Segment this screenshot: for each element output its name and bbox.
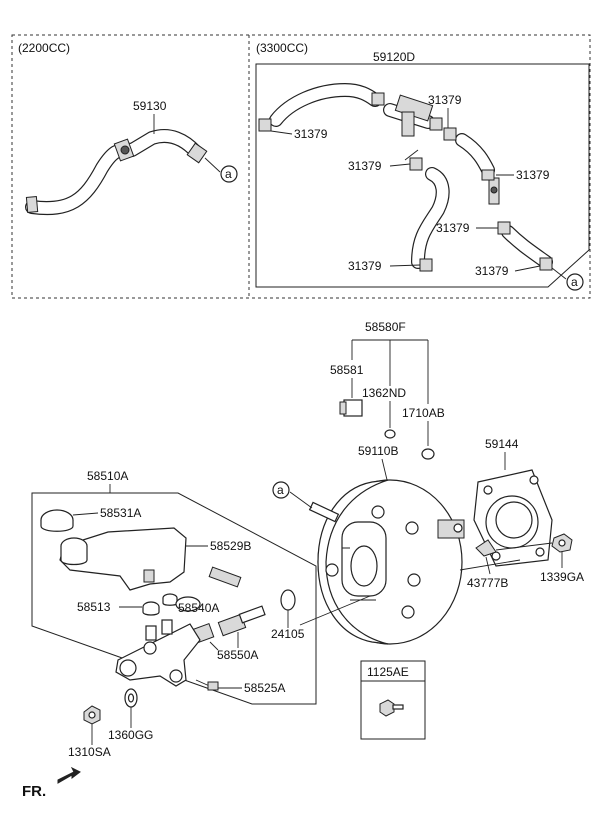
connector-a-booster-label: a <box>277 483 284 497</box>
label-58581: 58581 <box>330 363 364 377</box>
label-59130: 59130 <box>133 99 167 113</box>
label-1362ND: 1362ND <box>362 386 406 400</box>
nut-1310sa <box>83 705 101 725</box>
label-58580F: 58580F <box>365 320 406 334</box>
connector-a-right-top <box>566 273 584 291</box>
vacuum-hose-3300 <box>258 83 553 272</box>
label-58540A: 58540A <box>178 601 219 615</box>
connector-a-left-top <box>220 165 238 183</box>
nut-1339ga <box>551 533 573 553</box>
label-59144: 59144 <box>485 437 519 451</box>
section-3300cc-label: (3300CC) <box>256 41 308 55</box>
top-section-frame <box>11 34 591 299</box>
section-2200cc-label: (2200CC) <box>18 41 70 55</box>
master-cylinder-frame <box>31 492 317 705</box>
label-58531A: 58531A <box>100 506 141 520</box>
washer-1360gg <box>124 688 138 708</box>
label-1360GG: 1360GG <box>108 728 153 742</box>
label-31379-d: 31379 <box>516 168 550 182</box>
label-31379-f: 31379 <box>348 259 382 273</box>
seal-58513 <box>142 593 178 616</box>
label-1310SA: 1310SA <box>68 745 111 759</box>
front-direction-indicator: FR. <box>22 766 81 800</box>
label-1125AE: 1125AE <box>367 665 409 679</box>
connector-a-booster <box>272 481 290 499</box>
reservoir-58529b <box>59 527 242 591</box>
label-58510A: 58510A <box>87 469 128 483</box>
front-arrow-icon <box>57 766 81 784</box>
master-cylinder-body <box>115 619 201 687</box>
grommet-1362nd <box>384 429 396 439</box>
label-59120D: 59120D <box>373 50 415 64</box>
label-59110B: 59110B <box>358 444 398 458</box>
label-43777B: 43777B <box>467 576 508 590</box>
oring-1710ab <box>421 448 435 460</box>
oring-24105 <box>280 589 296 611</box>
bracket-43777b <box>475 539 497 557</box>
reservoir-cap-58531a <box>40 509 74 532</box>
vacuum-hose-2200 <box>25 128 208 215</box>
bolt-1125ae-box <box>360 660 426 740</box>
label-31379-g: 31379 <box>475 264 509 278</box>
check-valve-58581 <box>339 399 363 417</box>
label-58529B: 58529B <box>210 539 251 553</box>
label-1710AB: 1710AB <box>402 406 445 420</box>
label-31379-a: 31379 <box>294 127 328 141</box>
label-24105: 24105 <box>271 627 305 641</box>
label-31379-b: 31379 <box>428 93 462 107</box>
hose-3300-frame <box>255 63 590 288</box>
label-31379-c: 31379 <box>348 159 382 173</box>
label-31379-e: 31379 <box>436 221 470 235</box>
gasket-59144 <box>473 469 553 567</box>
connector-a-left-top-label: a <box>225 167 232 181</box>
label-58525A: 58525A <box>244 681 285 695</box>
bleeder-58525a <box>195 679 219 691</box>
front-label: FR. <box>22 783 46 800</box>
label-58550A: 58550A <box>217 648 258 662</box>
cup-58540a <box>175 596 201 612</box>
label-58513: 58513 <box>77 600 111 614</box>
connector-a-right-top-label: a <box>571 275 578 289</box>
brake-booster-59110b <box>308 479 465 645</box>
label-1339GA: 1339GA <box>540 570 584 584</box>
